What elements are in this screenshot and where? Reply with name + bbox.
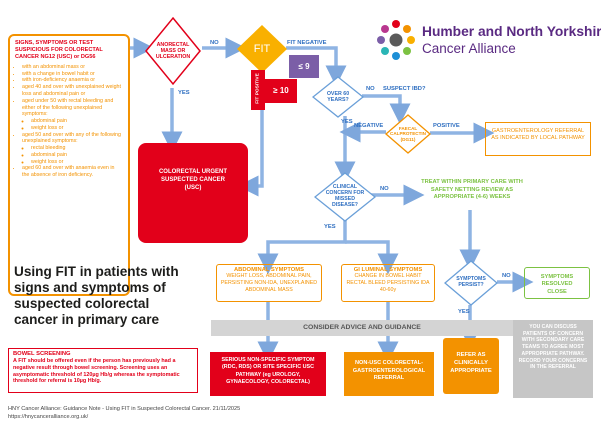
faecal-label: FAECAL CALPROTECTIN (DG11) xyxy=(390,126,426,142)
bowel-screening-body: A FIT should be offered even if the pers… xyxy=(13,358,180,385)
positive-label: POSITIVE xyxy=(433,123,460,129)
no-label: NO xyxy=(210,40,219,46)
no-label: NO xyxy=(366,86,375,92)
fit-diamond-shape xyxy=(237,25,287,73)
gastro-referral-box: GASTROENTEROLOGY REFERRAL AS INDICATED B… xyxy=(485,122,591,156)
symptoms-resolved-box: SYMPTOMS RESOLVED CLOSE xyxy=(524,267,590,299)
footer-line1: HNY Cancer Alliance: Guidance Note - Usi… xyxy=(8,406,241,412)
page-title: Using FIT in patients with signs and sym… xyxy=(14,264,179,327)
logo-line1: Humber and North Yorkshire xyxy=(422,24,601,39)
list-item-text: aged under 50 with rectal bleeding and e… xyxy=(22,97,114,118)
list-item: aged 40 and over with unexplained weight… xyxy=(22,84,123,98)
discuss-box: YOU CAN DISCUSS PATIENTS OF CONCERN WITH… xyxy=(513,320,593,398)
bowel-screening-title: BOWEL SCREENING xyxy=(13,351,71,357)
list-item: with iron-deficiency anaemia or xyxy=(22,77,123,84)
abdominal-symptoms-box: ABDOMINAL SYMPTOMS WEIGHT LOSS, ABDOMINA… xyxy=(216,264,322,302)
footer-link[interactable]: https://hnycanceralliance.org.uk/ xyxy=(8,413,89,420)
yes-label: YES xyxy=(324,224,336,230)
list-item-text: aged 50 and over with any of the followi… xyxy=(22,131,121,145)
list-item: with an abdominal mass or xyxy=(22,64,123,71)
sub-list-item: abdominal pain xyxy=(31,152,123,159)
gi-luminal-box: GI LUMINAL SYMPTOMS CHANGE IN BOWEL HABI… xyxy=(341,264,435,302)
yes-label: YES xyxy=(178,90,190,96)
abdominal-title: ABDOMINAL SYMPTOMS xyxy=(234,267,304,273)
bowel-screening-box: BOWEL SCREENING A FIT should be offered … xyxy=(8,348,198,393)
anorectal-diamond-shape xyxy=(145,16,201,86)
faecal-diamond-shape xyxy=(385,114,431,154)
non-usc-referral-box: NON-USC COLORECTAL-GASTROENTEROLOGICAL R… xyxy=(344,352,434,396)
over60-diamond-shape xyxy=(312,76,364,118)
clinical-concern-label: CLINICAL CONCERN FOR MISSED DISEASE? xyxy=(325,184,365,208)
abdominal-body: WEIGHT LOSS, ABDOMINAL PAIN, PERSISTING … xyxy=(220,273,318,293)
over60-label: OVER 60 YEARS? xyxy=(326,90,350,103)
signs-list: with an abdominal mass or with a change … xyxy=(15,64,123,179)
fit-label: FIT xyxy=(253,42,271,55)
le9-box: ≤ 9 xyxy=(289,55,319,78)
footer: HNY Cancer Alliance: Guidance Note - Usi… xyxy=(8,406,240,421)
list-item: with a change in bowel habit or xyxy=(22,71,123,78)
usc-box: COLORECTAL URGENT SUSPECTED CANCER (USC) xyxy=(138,143,248,243)
signs-header: SIGNS, SYMPTOMS OR TEST SUSPICIOUS FOR C… xyxy=(15,40,103,60)
list-item: aged 60 and over with anaemia even in th… xyxy=(22,165,123,179)
serious-referral-box: SERIOUS NON-SPECIFIC SYMPTOM (RDC, RDS) … xyxy=(210,352,326,396)
negative-label: NEGATIVE xyxy=(354,123,384,129)
gi-title: GI LUMINAL SYMPTOMS xyxy=(353,267,423,273)
gi-body: CHANGE IN BOWEL HABIT RECTAL BLEED PERSI… xyxy=(346,273,430,293)
symptoms-persist-diamond-shape xyxy=(444,260,498,306)
list-item: aged under 50 with rectal bleeding and e… xyxy=(22,98,123,132)
sub-list: rectal bleeding abdominal pain weight lo… xyxy=(22,145,123,165)
ge10-box: ≥ 10 xyxy=(265,79,297,103)
clinical-concern-diamond-shape xyxy=(314,172,376,222)
list-item: aged 50 and over with any of the followi… xyxy=(22,132,123,166)
yes-label: YES xyxy=(341,119,353,125)
cancer-alliance-logo-icon xyxy=(377,20,415,60)
yes-label: YES xyxy=(458,309,470,315)
fit-positive-label: FIT POSITIVE xyxy=(255,73,261,104)
logo-line2: Cancer Alliance xyxy=(422,41,516,56)
signs-symptoms-box: SIGNS, SYMPTOMS OR TEST SUSPICIOUS FOR C… xyxy=(8,34,130,296)
treat-primary-box: TREAT WITHIN PRIMARY CARE WITH SAFETY NE… xyxy=(421,179,523,201)
symptoms-persist-label: SYMPTOMS PERSIST? xyxy=(456,276,486,288)
sub-list-item: weight loss or xyxy=(31,125,123,132)
sub-list-item: rectal bleeding xyxy=(31,145,123,152)
consider-advice-bar: CONSIDER ADVICE AND GUIDANCE xyxy=(211,320,513,336)
fit-negative-label: FIT NEGATIVE xyxy=(287,40,327,46)
suspect-ibd-label: SUSPECT IBD? xyxy=(383,86,426,92)
anorectal-label: ANORECTAL MASS OR ULCERATION xyxy=(155,41,191,61)
no-label: NO xyxy=(502,273,511,279)
sub-list-item: weight loss or xyxy=(31,159,123,166)
no-label: NO xyxy=(380,186,389,192)
sub-list: abdominal pain weight loss or xyxy=(22,118,123,132)
refer-appropriate-box: REFER AS CLINICALLY APPROPRIATE xyxy=(443,338,499,394)
sub-list-item: abdominal pain xyxy=(31,118,123,125)
fit-positive-box: FIT POSITIVE xyxy=(251,70,265,110)
